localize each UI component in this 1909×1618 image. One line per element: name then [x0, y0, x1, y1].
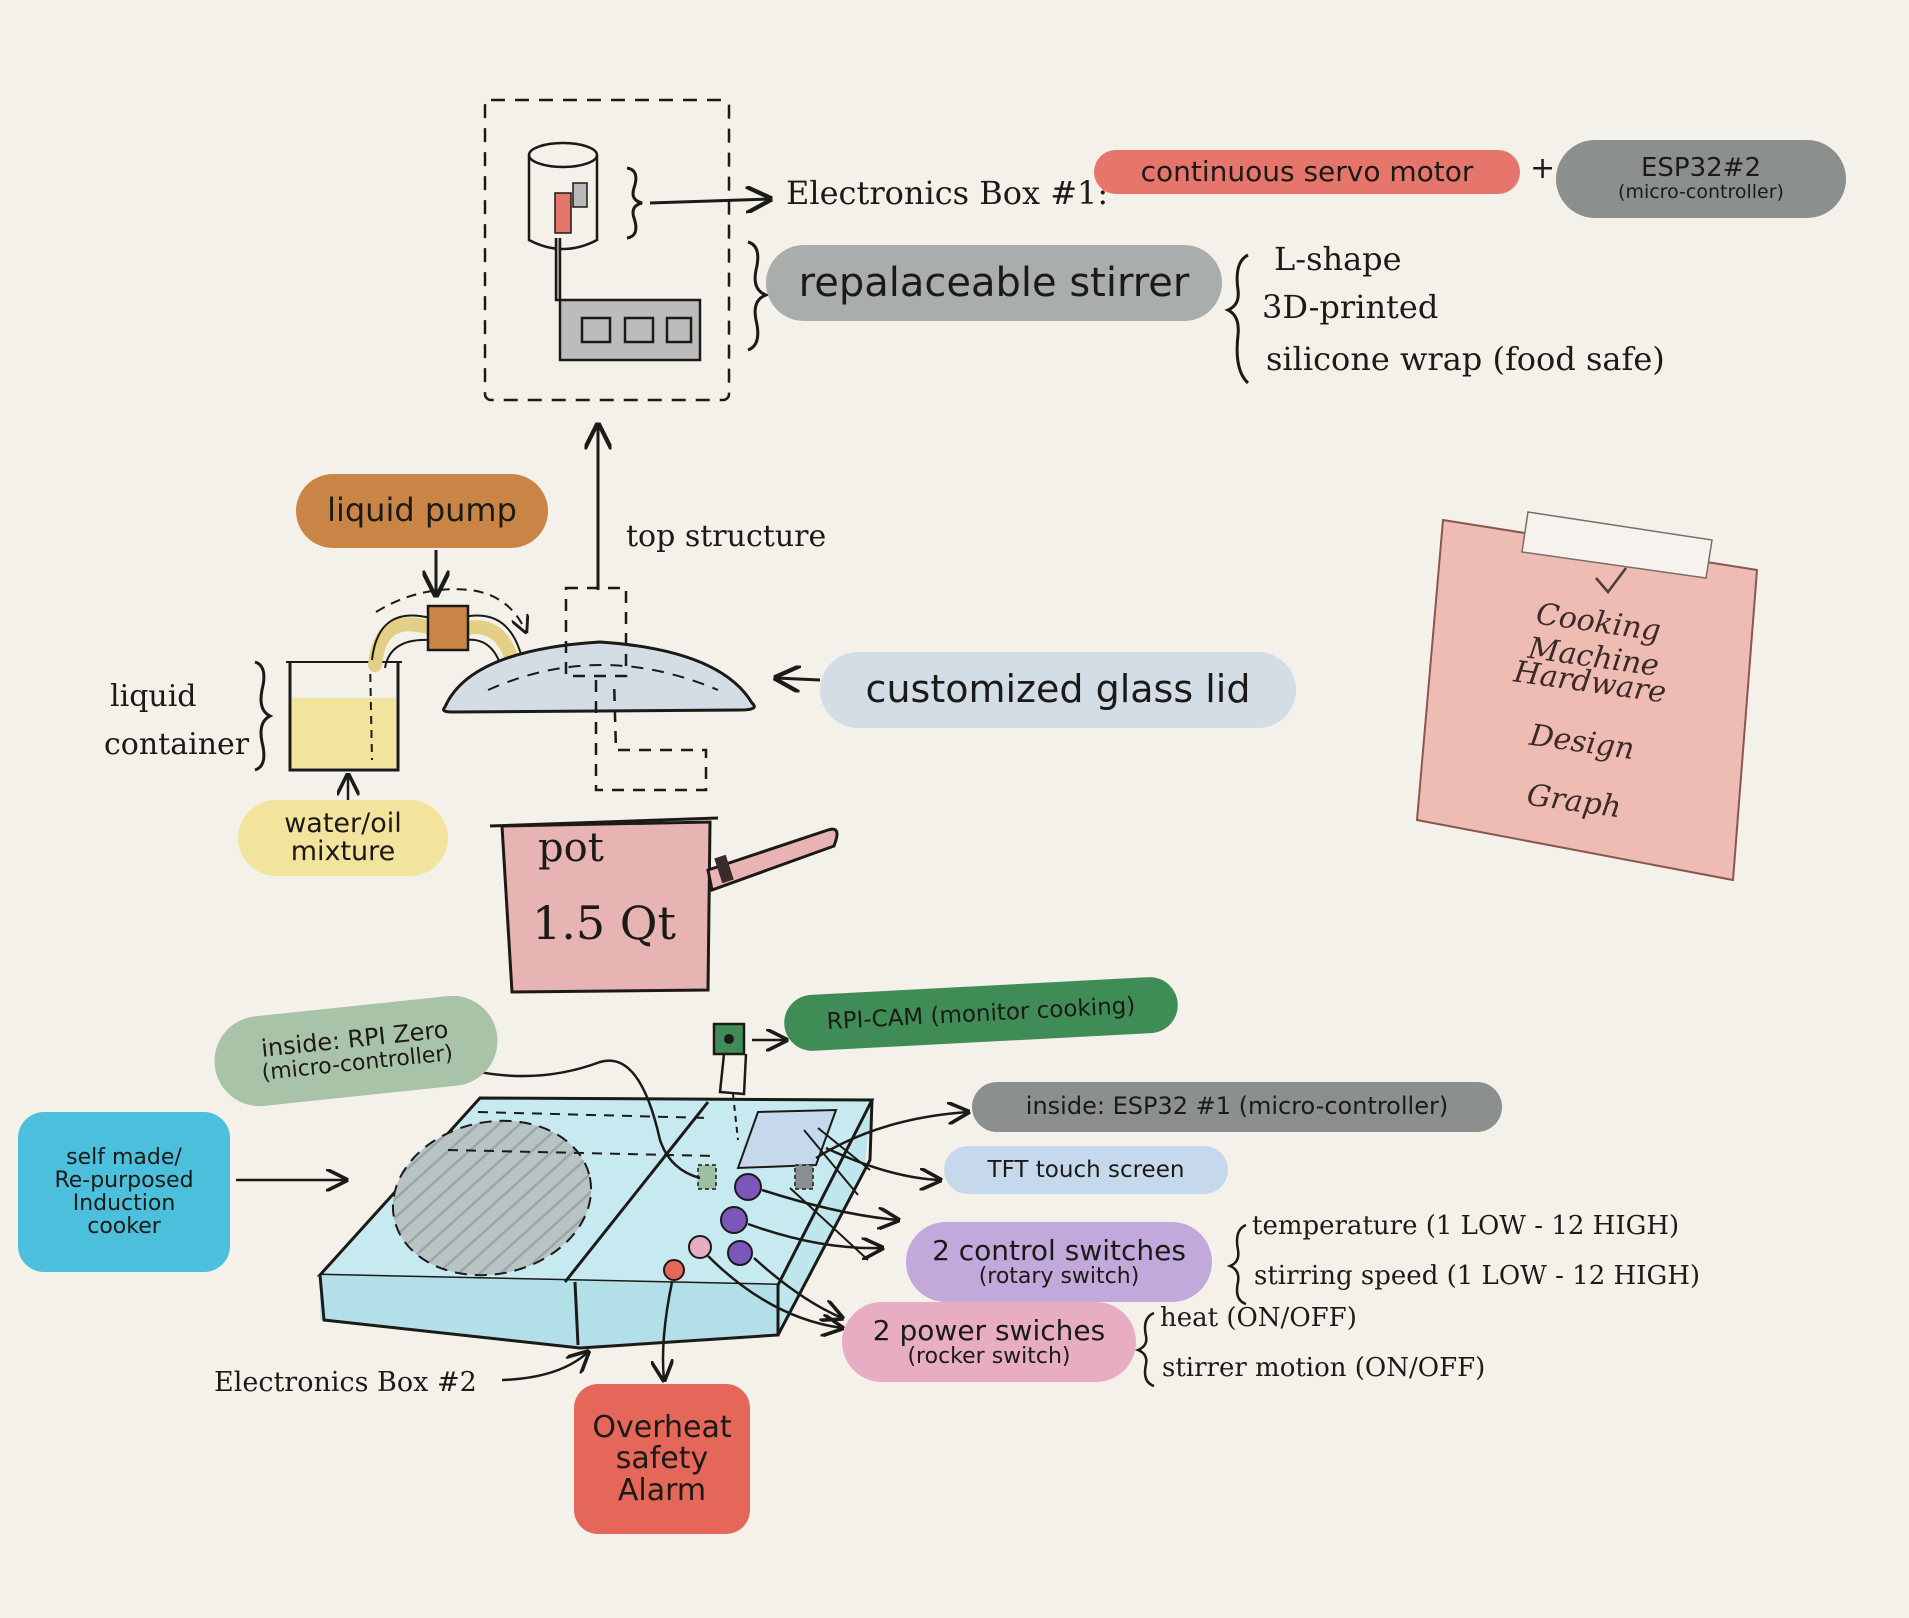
esp32-2-subtitle: (micro-controller): [1618, 180, 1784, 203]
control-switches-label: 2 control switches (rotary switch): [906, 1222, 1212, 1302]
stirrer-brace: [747, 240, 771, 352]
glass-lid-text: customized glass lid: [865, 667, 1251, 712]
cooker-line2: Re-purposed: [54, 1167, 194, 1193]
tft-text: TFT touch screen: [987, 1156, 1185, 1183]
top-unit-outline: [483, 98, 731, 402]
alarm-line1: Overheat: [592, 1409, 732, 1445]
servo-cylinder-icon: [527, 141, 599, 251]
control-line2: (rotary switch): [978, 1264, 1140, 1290]
power-spec-stirrer: stirrer motion (ON/OFF): [1162, 1353, 1486, 1383]
overheat-alarm-label: Overheat safety Alarm: [574, 1384, 750, 1534]
mixture-line2: mixture: [290, 836, 396, 867]
induction-cooker-label: self made/ Re-purposed Induction cooker: [18, 1112, 230, 1272]
specs-brace: [1224, 253, 1250, 385]
esp32-2-title: ESP32#2: [1640, 153, 1762, 184]
esp32-2-label: ESP32#2 (micro-controller): [1556, 140, 1846, 218]
l-shape-stirrer-icon: [554, 238, 702, 362]
glass-lid-label: customized glass lid: [820, 652, 1296, 728]
pot-label-line2: 1.5 Qt: [532, 896, 676, 950]
liquid-container-icon: [286, 659, 402, 772]
rpi-cam-text: RPI-CAM (monitor cooking): [826, 992, 1136, 1035]
water-oil-mixture-label: water/oil mixture: [238, 800, 448, 876]
mixture-line1: water/oil: [284, 807, 402, 839]
power-brace: [1134, 1311, 1155, 1388]
esp32-1-text: inside: ESP32 #1 (micro-controller): [1025, 1092, 1449, 1121]
servo-motor-label: continuous servo motor: [1094, 150, 1520, 194]
cooker-line4: cooker: [87, 1214, 161, 1240]
control-spec-temperature: temperature (1 LOW - 12 HIGH): [1252, 1211, 1680, 1241]
control-spec-stirring: stirring speed (1 LOW - 12 HIGH): [1254, 1261, 1701, 1291]
power-line2: (rocker switch): [907, 1344, 1071, 1370]
glass-lid-icon: [442, 586, 756, 792]
pot-label-line1: pot: [538, 825, 604, 871]
alarm-arrow: [663, 1281, 672, 1380]
top-structure-label: top structure: [626, 519, 827, 554]
alarm-line2: safety: [615, 1441, 709, 1477]
liquid-container-label-line1: liquid: [110, 679, 197, 714]
plus-sign: +: [1530, 151, 1556, 186]
tft-arrow: [825, 1146, 940, 1180]
stirrer-spec-wrap: silicone wrap (food safe): [1266, 340, 1665, 378]
stirrer-spec-shape: L-shape: [1274, 240, 1402, 278]
induction-base-icon: [316, 1096, 875, 1350]
servo-brace: [626, 166, 643, 240]
power-arrow-1: [753, 1257, 842, 1318]
stirrer-spec-print: 3D-printed: [1262, 288, 1439, 326]
container-brace: [254, 660, 274, 772]
power-arrow-2: [707, 1255, 842, 1328]
box2-arrow: [501, 1352, 588, 1382]
power-line1: 2 power swiches: [872, 1313, 1106, 1347]
electronics-box-1-label: Electronics Box #1:: [786, 174, 1109, 212]
esp32-1-label: inside: ESP32 #1 (micro-controller): [972, 1082, 1502, 1132]
liquid-pump-text: liquid pump: [327, 491, 517, 530]
liquid-pump-label: liquid pump: [296, 474, 548, 548]
note-card-icon: [1415, 511, 1759, 882]
control-brace: [1226, 1223, 1247, 1306]
replaceable-stirrer-label: repalaceable stirrer: [766, 245, 1222, 321]
servo-motor-text: continuous servo motor: [1140, 155, 1474, 189]
control-arrow-1: [761, 1188, 898, 1220]
cooker-line3: Induction: [72, 1191, 176, 1216]
cooker-line1: self made/: [66, 1144, 182, 1170]
electronics-box-2-label: Electronics Box #2: [214, 1367, 477, 1398]
control-line1: 2 control switches: [932, 1233, 1186, 1267]
servo-arrow: [649, 199, 770, 203]
liquid-container-label-line2: container: [104, 727, 250, 762]
tft-screen-label: TFT touch screen: [944, 1146, 1228, 1194]
power-switches-label: 2 power swiches (rocker switch): [842, 1302, 1136, 1382]
rpi-cable: [429, 1056, 701, 1180]
stirrer-text: repalaceable stirrer: [798, 260, 1190, 306]
lid-arrow: [776, 678, 821, 680]
alarm-line3: Alarm: [617, 1472, 707, 1508]
camera-icon: [712, 1022, 748, 1141]
pot-icon: [489, 816, 839, 994]
control-arrow-2: [747, 1222, 882, 1248]
power-spec-heat: heat (ON/OFF): [1160, 1303, 1357, 1333]
